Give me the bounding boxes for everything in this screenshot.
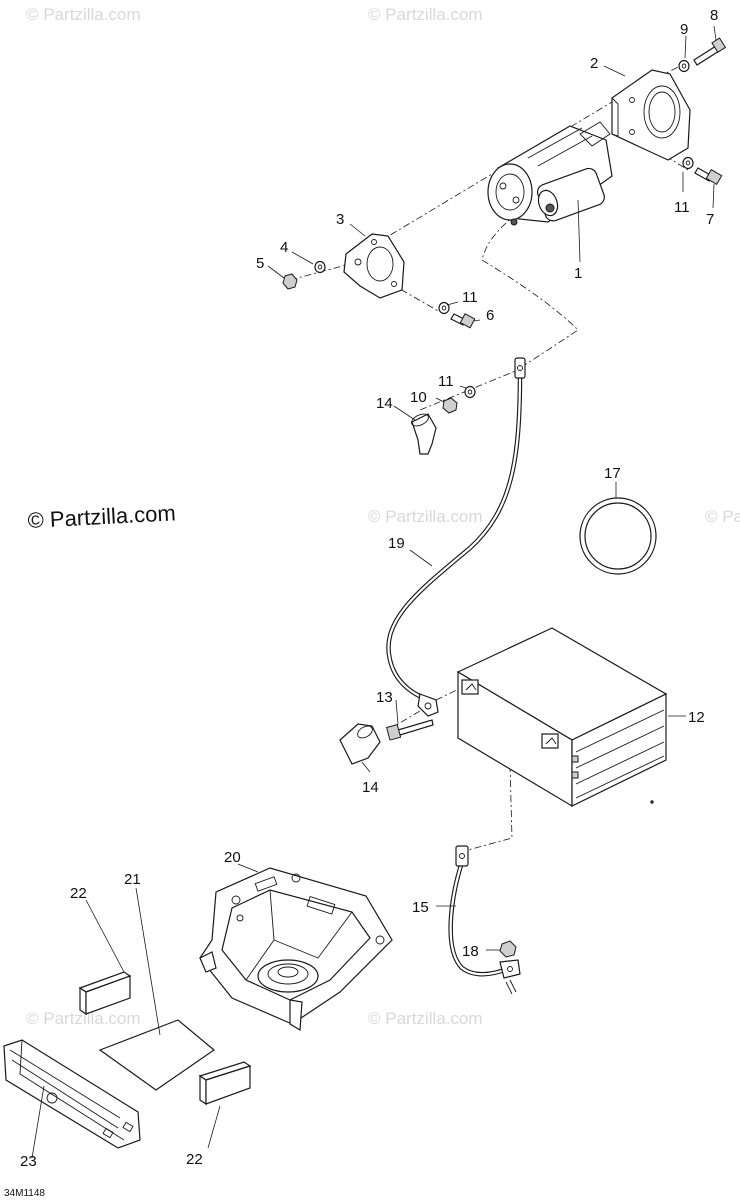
callout-6: 6 [486, 307, 494, 324]
watermarks: © Partzilla.com © Partzilla.com © Partzi… [26, 5, 740, 1028]
washer-11-top [682, 156, 694, 170]
callout-22-upper: 22 [70, 885, 87, 902]
callout-11-top: 11 [674, 199, 690, 216]
callout-12: 12 [688, 709, 705, 726]
copyright-label: © Partzilla.com [27, 500, 176, 533]
callout-4: 4 [280, 239, 288, 256]
watermark-bottom-center: © Partzilla.com [368, 1009, 483, 1028]
positive-cable [386, 357, 526, 717]
callout-14-lower: 14 [362, 779, 379, 796]
foam-block-upper [78, 971, 132, 1016]
callout-1: 1 [574, 265, 582, 282]
callout-22-lower: 22 [186, 1151, 203, 1168]
washer-9 [678, 59, 690, 73]
callout-8: 8 [710, 7, 718, 24]
callout-2: 2 [590, 55, 598, 72]
diagram-code: 34M1148 [4, 1188, 45, 1199]
washer-11-lower [464, 385, 476, 399]
rear-bracket [611, 69, 691, 161]
callout-13: 13 [376, 689, 393, 706]
battery-tray [199, 867, 393, 1032]
hardware-top [282, 37, 727, 414]
callout-9: 9 [680, 21, 688, 38]
callout-3: 3 [336, 211, 344, 228]
callout-11-lower: 11 [438, 373, 454, 390]
nut-18 [499, 940, 517, 995]
battery-cover [3, 1039, 141, 1149]
leader-lines [31, 25, 717, 1159]
negative-cable [448, 845, 521, 979]
callout-14-upper: 14 [376, 395, 393, 412]
ring-17 [579, 497, 657, 575]
battery [456, 627, 668, 808]
callout-23: 23 [20, 1153, 37, 1170]
washer-11-mid [438, 301, 450, 315]
watermark-top-left: © Partzilla.com [26, 5, 141, 24]
watermark-mid-center: © Partzilla.com [368, 507, 483, 526]
pad-21 [98, 1019, 215, 1091]
callout-labels: 1 2 3 4 5 6 7 8 9 11 11 11 10 14 17 19 1… [20, 7, 718, 1170]
bolt-13 [386, 719, 434, 741]
terminal-boot-upper [411, 413, 437, 455]
nut-10 [442, 397, 458, 414]
front-bracket [343, 233, 405, 299]
starter-motor [487, 121, 613, 226]
nut-5 [282, 273, 298, 290]
callout-19: 19 [388, 535, 405, 552]
foam-block-lower [198, 1061, 252, 1106]
callout-5: 5 [256, 255, 264, 272]
callout-10: 10 [410, 389, 427, 406]
callout-7: 7 [706, 211, 714, 228]
watermark-top-center: © Partzilla.com [368, 5, 483, 24]
callout-17: 17 [604, 465, 621, 482]
callout-20: 20 [224, 849, 241, 866]
callout-11-mid: 11 [462, 289, 478, 306]
callout-18: 18 [462, 943, 479, 960]
terminal-boot-lower [339, 723, 381, 765]
callout-21: 21 [124, 871, 141, 888]
watermark-bottom-left: © Partzilla.com [26, 1009, 141, 1028]
callout-15: 15 [412, 899, 429, 916]
washer-4 [314, 260, 326, 274]
watermark-edge-right: © Partzilla.com [705, 507, 740, 526]
